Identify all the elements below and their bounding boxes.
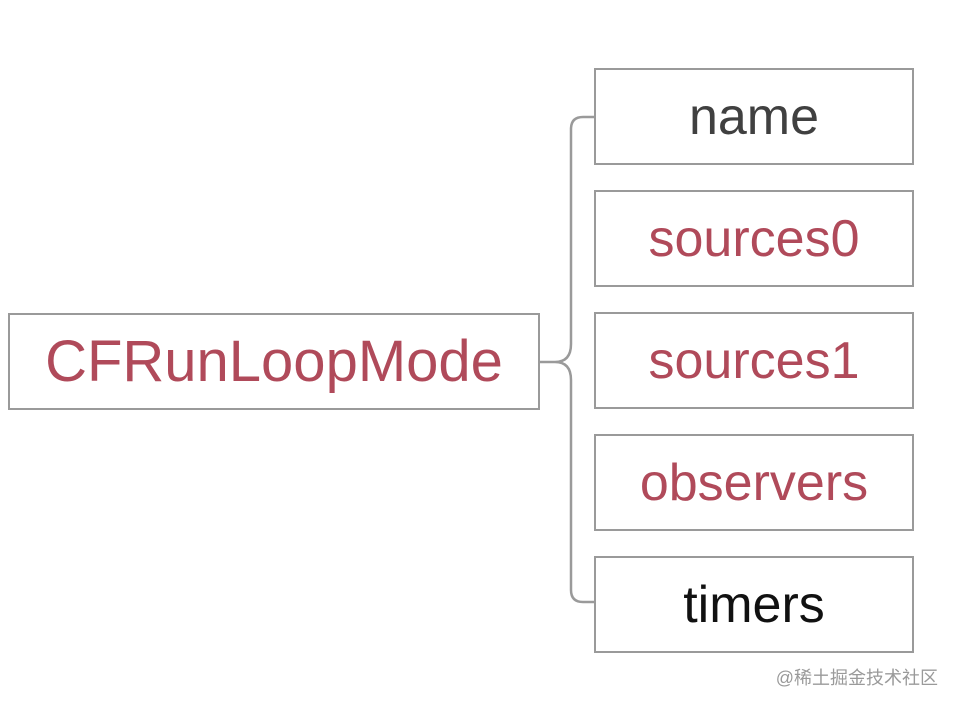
child-node-label: name [688, 87, 820, 146]
child-node-timers: timers [594, 556, 914, 653]
bracket-path [540, 115, 595, 604]
child-node-name: name [594, 68, 914, 165]
child-node-sources0: sources0 [594, 190, 914, 287]
child-node-label: timers [683, 575, 825, 634]
child-node-observers: observers [594, 434, 914, 531]
root-node-label: CFRunLoopMode [45, 329, 503, 394]
root-node-box: CFRunLoopMode [8, 313, 540, 410]
child-node-label: sources0 [648, 209, 860, 268]
child-node-label: observers [639, 453, 869, 512]
watermark: @稀土掘金技术社区 [775, 668, 938, 688]
child-node-sources1: sources1 [594, 312, 914, 409]
child-node-label: sources1 [648, 331, 860, 390]
